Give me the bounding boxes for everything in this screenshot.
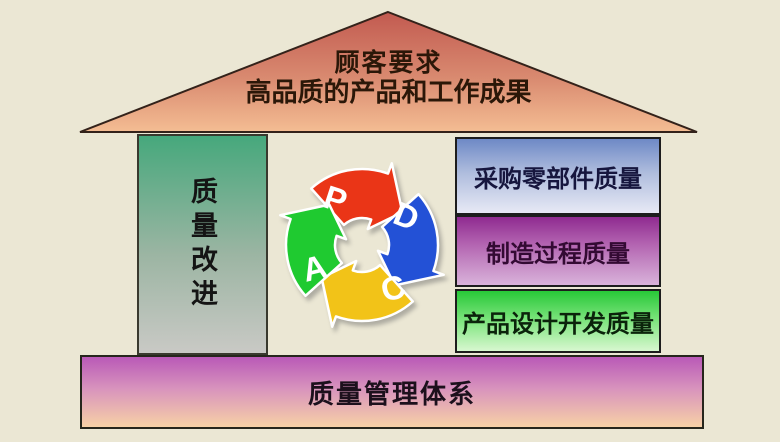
roof-title-line1: 顾客要求 <box>334 50 443 77</box>
roof-shape <box>79 10 698 133</box>
base-quality-management-system: 质量管理体系 <box>80 355 704 429</box>
pillar-quality-improvement: 质量改进 <box>137 134 268 355</box>
pdca-arrow-act <box>279 203 348 298</box>
box-purchased-parts-quality: 采购零部件质量 <box>455 137 661 215</box>
box-manufacturing-process-quality: 制造过程质量 <box>455 215 661 287</box>
pdca-arrow-check <box>320 259 415 328</box>
box-product-design-label: 产品设计开发质量 <box>462 311 654 338</box>
roof-title-line2: 高品质的产品和工作成果 <box>245 78 532 107</box>
box-product-design-quality: 产品设计开发质量 <box>455 289 661 353</box>
roof-triangle <box>79 10 698 133</box>
pdca-arrow-do <box>376 192 445 287</box>
box-purchased-parts-label: 采购零部件质量 <box>474 166 642 193</box>
base-label: 质量管理体系 <box>307 379 476 409</box>
pdca-cycle: P D C A <box>279 162 445 328</box>
box-manufacturing-process-label: 制造过程质量 <box>486 241 630 268</box>
pillar-label: 质量改进 <box>187 176 217 313</box>
